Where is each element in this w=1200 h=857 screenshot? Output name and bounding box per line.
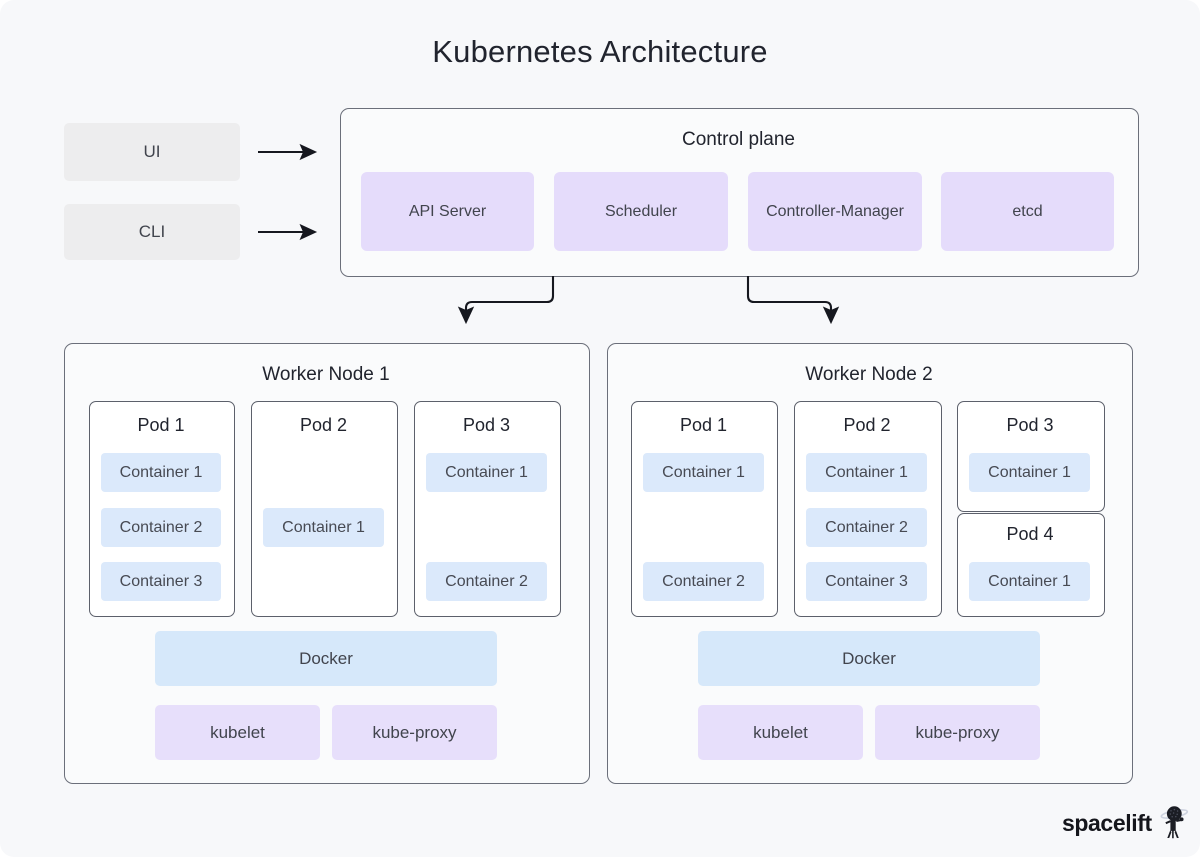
container-label: Container 2 <box>445 572 528 590</box>
worker-node-2-title: Worker Node 2 <box>805 364 933 385</box>
control-plane-title: Control plane <box>681 129 796 150</box>
kubelet-label: kubelet <box>753 722 808 742</box>
client-box-cli[interactable]: CLI <box>64 204 240 260</box>
container-label: Container 1 <box>119 463 203 481</box>
container-chip[interactable]: Container 1 <box>643 453 764 492</box>
control-plane-component-label: Scheduler <box>604 202 678 220</box>
control-plane-component-api-server[interactable]: API Server <box>361 172 534 251</box>
container-chip[interactable]: Container 1 <box>263 508 384 547</box>
control-plane-component-label: Controller-Manager <box>766 202 904 220</box>
container-chip[interactable]: Container 3 <box>101 562 221 601</box>
container-label: Container 1 <box>988 572 1071 590</box>
container-chip[interactable]: Container 1 <box>969 562 1090 601</box>
container-chip[interactable]: Container 2 <box>101 508 221 547</box>
container-chip[interactable]: Container 2 <box>643 562 764 601</box>
container-runtime-box[interactable]: Docker <box>155 631 497 686</box>
arrow-control-plane-to-worker-node-1 <box>457 276 555 325</box>
spacelift-logo-text: spacelift <box>1062 809 1152 836</box>
pod-title: Pod 3 <box>1006 415 1054 435</box>
container-label: Container 1 <box>282 518 365 536</box>
container-runtime-label: Docker <box>299 648 353 668</box>
pod-title: Pod 2 <box>843 415 891 435</box>
container-label: Container 1 <box>662 463 745 481</box>
container-chip[interactable]: Container 2 <box>806 508 927 547</box>
kube-proxy-box[interactable]: kube-proxy <box>875 705 1040 760</box>
control-plane-component-etcd[interactable]: etcd <box>941 172 1114 251</box>
container-runtime-box[interactable]: Docker <box>698 631 1040 686</box>
container-runtime-label: Docker <box>842 648 896 668</box>
spacelift-logo: spacelift <box>1062 806 1193 840</box>
pod-title: Pod 1 <box>137 415 185 435</box>
control-plane-component-label: etcd <box>1012 202 1043 220</box>
container-label: Container 2 <box>119 518 203 536</box>
container-chip[interactable]: Container 2 <box>426 562 547 601</box>
kubelet-box[interactable]: kubelet <box>698 705 863 760</box>
container-label: Container 3 <box>825 572 908 590</box>
container-label: Container 2 <box>825 518 908 536</box>
container-chip[interactable]: Container 1 <box>426 453 547 492</box>
container-chip[interactable]: Container 1 <box>806 453 927 492</box>
pod-title: Pod 2 <box>299 415 348 435</box>
pod-title: Pod 3 <box>462 415 511 435</box>
arrow-control-plane-to-worker-node-2 <box>746 276 840 325</box>
kubelet-box[interactable]: kubelet <box>155 705 320 760</box>
page-title: Kubernetes Architecture <box>432 34 768 69</box>
container-label: Container 1 <box>825 463 908 481</box>
container-chip[interactable]: Container 3 <box>806 562 927 601</box>
control-plane-component-scheduler[interactable]: Scheduler <box>554 172 728 251</box>
container-label: Container 2 <box>662 572 745 590</box>
kubelet-label: kubelet <box>210 722 265 742</box>
astronaut-planet-icon <box>1153 806 1193 840</box>
kube-proxy-label: kube-proxy <box>915 722 1000 742</box>
worker-node-1-title: Worker Node 1 <box>262 364 390 385</box>
control-plane-component-label: API Server <box>408 202 487 220</box>
container-chip[interactable]: Container 1 <box>101 453 221 492</box>
client-box-ui-label: UI <box>143 142 161 161</box>
container-label: Container 3 <box>119 572 203 590</box>
control-plane-component-controller-manager[interactable]: Controller-Manager <box>748 172 922 251</box>
kube-proxy-label: kube-proxy <box>372 722 457 742</box>
pod-title: Pod 1 <box>679 415 728 435</box>
container-chip[interactable]: Container 1 <box>969 453 1090 492</box>
pod-title: Pod 4 <box>1006 524 1054 544</box>
container-label: Container 1 <box>445 463 528 481</box>
client-box-ui[interactable]: UI <box>64 123 240 181</box>
kube-proxy-box[interactable]: kube-proxy <box>332 705 497 760</box>
client-box-cli-label: CLI <box>138 222 166 241</box>
container-label: Container 1 <box>988 463 1071 481</box>
